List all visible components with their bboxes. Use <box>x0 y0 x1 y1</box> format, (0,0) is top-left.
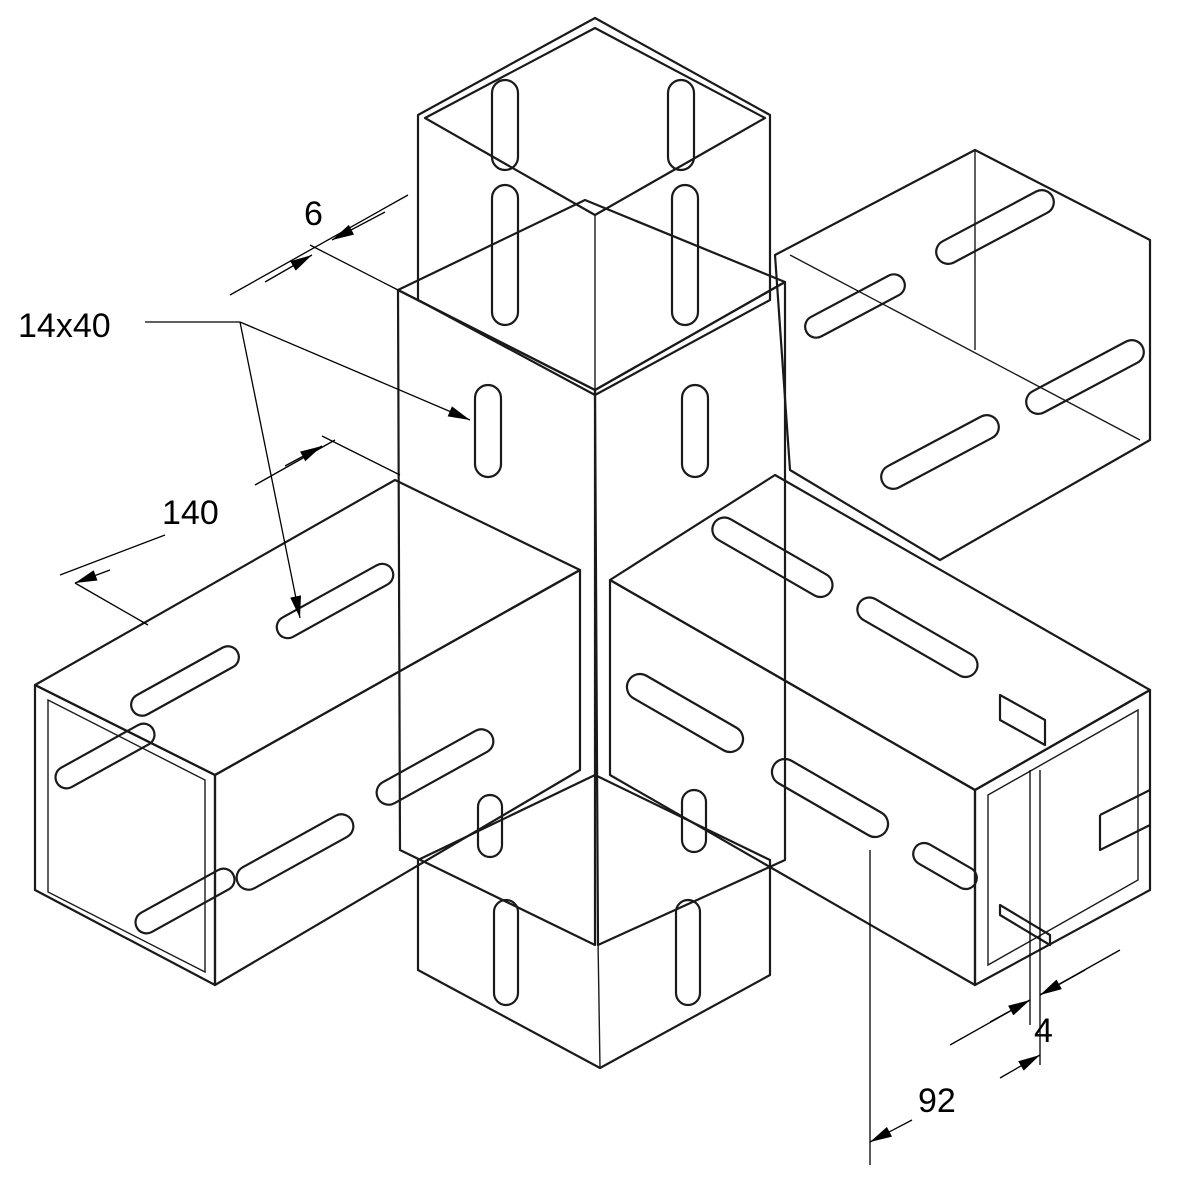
right-tube-side <box>608 578 977 987</box>
slot <box>711 516 834 599</box>
plate-slot-right <box>680 383 710 479</box>
slot <box>235 813 355 891</box>
dimension-label-4: 4 <box>1034 1012 1053 1050</box>
plate-slot-bottom-right <box>680 788 708 854</box>
end-notch-side <box>1098 789 1151 852</box>
slot <box>770 757 890 839</box>
dimension-label-14x40: 14x40 <box>18 307 111 345</box>
slot <box>912 841 978 891</box>
dimension-label-92: 92 <box>918 1082 956 1120</box>
slot <box>674 898 702 1007</box>
dimension-92: 92 <box>869 850 956 1165</box>
plate-slot-bottom-left <box>476 793 504 859</box>
slot <box>856 596 979 679</box>
central-node-plate <box>396 198 787 947</box>
slot <box>935 189 1055 265</box>
slot <box>275 562 395 640</box>
dimension-140: 140 <box>59 435 401 626</box>
dimension-4: 4 <box>949 770 1121 1079</box>
slot <box>54 722 156 790</box>
plate-right-wing <box>593 280 787 947</box>
left-tube-end <box>33 683 217 987</box>
dimension-label-6: 6 <box>304 195 323 233</box>
right-horizontal-tube <box>608 473 1152 987</box>
back-right-tube <box>773 148 1152 562</box>
slot <box>804 273 906 339</box>
left-tube-side <box>213 568 582 987</box>
slot <box>490 78 520 172</box>
slot <box>375 728 495 806</box>
dimension-14x40: 14x40 <box>18 307 471 619</box>
slot <box>1025 339 1145 415</box>
plate-slot-left <box>473 383 503 479</box>
slot <box>880 414 1000 490</box>
dimension-6: 6 <box>229 194 409 296</box>
slot <box>670 183 700 327</box>
left-tube-top <box>33 478 582 777</box>
slot <box>130 645 240 717</box>
top-tube-body <box>416 16 772 397</box>
slot <box>625 672 745 754</box>
plate-top-collar <box>396 198 787 392</box>
slot <box>492 898 520 1007</box>
back-right-tube-body <box>773 148 1152 562</box>
end-notch-bottom <box>998 903 1052 947</box>
left-horizontal-tube <box>33 478 582 987</box>
slot <box>666 78 696 172</box>
top-tube-opening <box>423 26 767 217</box>
right-tube-end <box>973 688 1152 987</box>
slot <box>490 183 520 327</box>
end-notch-top <box>998 693 1047 747</box>
slot <box>134 867 236 935</box>
top-vertical-tube <box>416 16 772 397</box>
dimension-label-140: 140 <box>162 494 219 532</box>
right-tube-top <box>608 473 1152 792</box>
